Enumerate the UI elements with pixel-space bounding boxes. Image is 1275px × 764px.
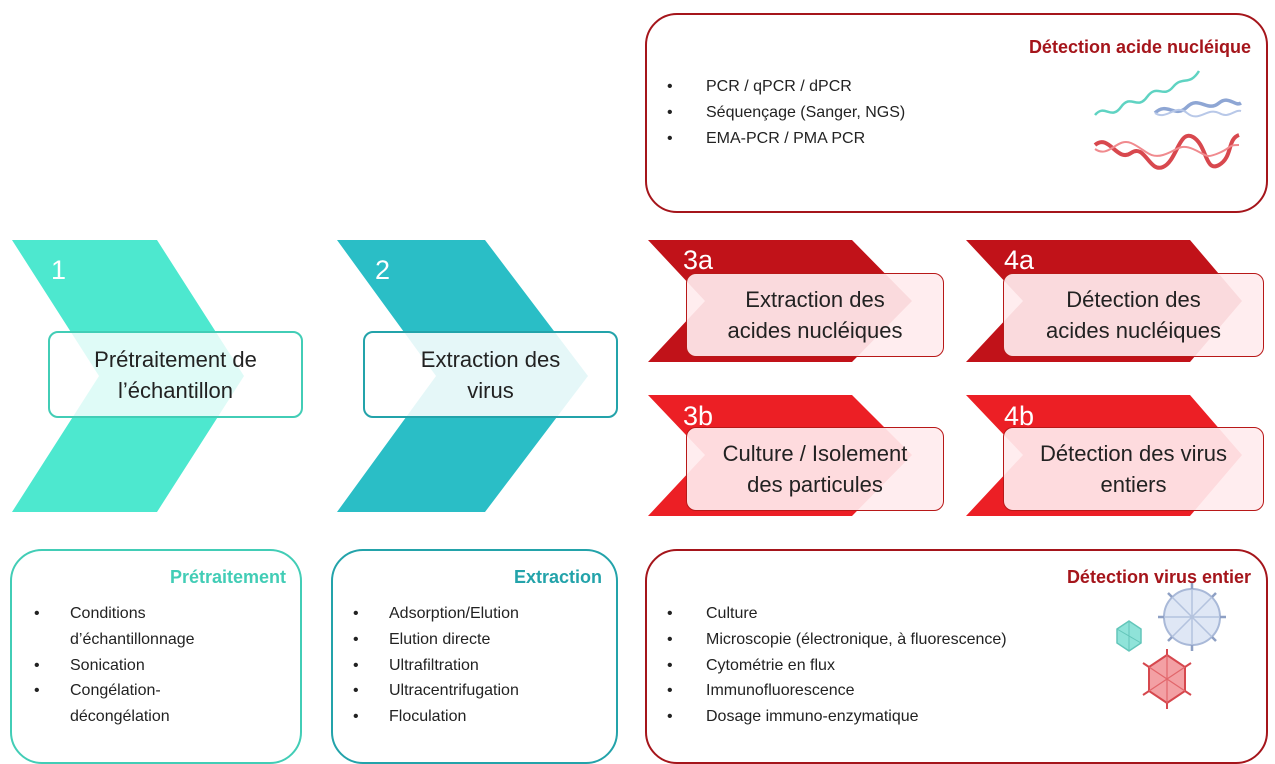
pretreatment-method-list: Conditions d’échantillonnage Sonication C…: [34, 601, 195, 730]
step-3a-label: Extraction des acides nucléiques: [686, 273, 944, 357]
list-item: Immunofluorescence: [667, 678, 1007, 704]
list-item-line: Congélation-: [70, 682, 161, 700]
step-1-label: Prétraitement de l’échantillon: [48, 331, 303, 418]
step-4b-label: Détection des virus entiers: [1003, 427, 1264, 511]
list-item: Microscopie (électronique, à fluorescenc…: [667, 627, 1007, 653]
nucleic-acid-panel-title: Détection acide nucléique: [1028, 37, 1251, 57]
list-item-line: Sonication: [70, 656, 145, 674]
list-item-line: d’échantillonnage: [70, 630, 195, 648]
whole-virus-panel-title: Détection virus entier: [1066, 567, 1251, 587]
list-item: Dosage immuno-enzymatique: [667, 704, 1007, 730]
list-item-line: Conditions: [70, 605, 146, 622]
list-item: Séquençage (Sanger, NGS): [667, 100, 905, 126]
extraction-panel: Extraction Adsorption/Elution Elution di…: [331, 549, 618, 764]
list-item: Floculation: [353, 704, 519, 730]
step-number-4a: 4a: [1004, 245, 1035, 275]
whole-virus-detection-panel: Détection virus entier Culture Microscop…: [645, 549, 1268, 764]
list-item: EMA-PCR / PMA PCR: [667, 126, 905, 152]
step-2-label: Extraction des virus: [363, 331, 618, 418]
list-item: Culture: [667, 601, 1007, 627]
extraction-method-list: Adsorption/Elution Elution directe Ultra…: [353, 601, 519, 730]
list-item-line: décongélation: [70, 708, 170, 726]
extraction-panel-title: Extraction: [513, 567, 602, 587]
list-item: Sonication: [34, 653, 195, 679]
step-4a-label: Détection des acides nucléiques: [1003, 273, 1264, 357]
virus-particles-illustration: [1116, 583, 1226, 709]
list-item: PCR / qPCR / dPCR: [667, 74, 905, 100]
step-number-1: 1: [51, 255, 67, 285]
step-3b-label: Culture / Isolement des particules: [686, 427, 944, 511]
pretreatment-panel: Prétraitement Conditions d’échantillonnag…: [10, 549, 302, 764]
list-item: Adsorption/Elution: [353, 601, 519, 627]
step-number-2: 2: [375, 255, 391, 285]
whole-virus-method-list: Culture Microscopie (électronique, à flu…: [667, 601, 1007, 730]
nucleic-acid-detection-panel: Détection acide nucléique PCR / qPCR / d…: [645, 13, 1268, 213]
nucleic-acid-strands-illustration: [1093, 70, 1242, 170]
nucleic-acid-method-list: PCR / qPCR / dPCR Séquençage (Sanger, NG…: [667, 74, 905, 151]
list-item: Cytométrie en flux: [667, 653, 1007, 679]
step-number-4b: 4b: [1004, 401, 1035, 431]
list-item: Ultrafiltration: [353, 653, 519, 679]
pretreatment-panel-title: Prétraitement: [169, 567, 286, 587]
step-number-3b: 3b: [683, 401, 714, 431]
list-item: Ultracentrifugation: [353, 678, 519, 704]
list-item: Conditions d’échantillonnage: [34, 601, 195, 653]
list-item: Elution directe: [353, 627, 519, 653]
step-number-3a: 3a: [683, 245, 714, 275]
list-item: Congélation-décongélation: [34, 678, 195, 730]
